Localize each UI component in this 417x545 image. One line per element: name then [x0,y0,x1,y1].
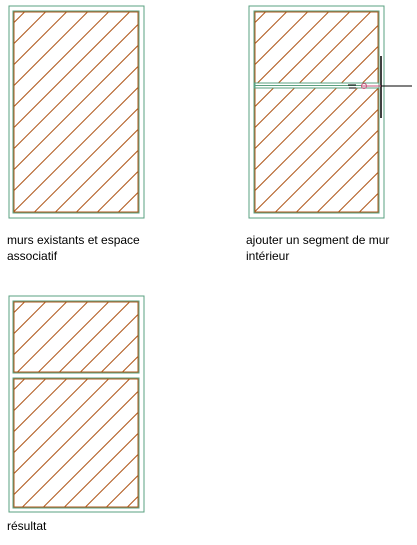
hatch-line [338,171,378,212]
inner-wall-upper [12,300,140,374]
hatch-line [59,302,130,372]
caption-line: associatif [7,249,58,263]
hatch-line [122,355,138,372]
hatch-line [14,379,46,412]
caption-line: murs existants et espace [7,233,140,247]
hatch-line [14,65,138,192]
hatch-line [255,66,378,192]
hatch-line [127,495,138,507]
hatch-line [38,302,109,372]
inner-wall [12,10,140,214]
caption-add-wall: ajouter un segment de mur intérieur [246,232,389,264]
panel-existing-walls [8,5,145,219]
hatch-line [106,474,138,507]
hatch-line [255,12,371,129]
hatch-line [14,12,25,24]
caption-line: ajouter un segment de mur [246,233,390,247]
hatch-line [255,45,378,171]
hatch-line [22,390,138,507]
inner-wall [253,10,380,214]
space-boundary [13,11,139,213]
hatch-line [275,108,378,212]
outer-wall [248,5,385,219]
hatch-line [76,149,138,212]
hatch-line [85,453,138,507]
caption-line: intérieur [246,249,290,263]
hatch-line [17,302,88,372]
caption-existing-walls: murs existants et espace associatif [7,232,140,264]
hatch-line [255,87,378,212]
hatch-line [14,302,25,314]
hatch-line [255,12,329,87]
hatch-line [14,12,88,87]
hatch-line [64,432,138,507]
hatch-line [14,302,67,356]
space-boundary-lower [13,378,139,508]
hatch-line [43,411,138,507]
hatch-line [34,107,138,212]
hatch-line [55,128,138,212]
hatch-line [97,170,138,212]
hatch-line [255,12,350,108]
caption-line: résultat [7,519,47,533]
hatch-line [14,302,46,335]
hatch-line [296,129,378,212]
hatch-line [317,150,378,212]
hatch-line [14,379,109,475]
hatch-pattern [14,12,138,212]
hatch-pattern [255,12,378,212]
hatch-line [255,12,287,45]
hatch-line [118,191,138,212]
panel-result [8,295,145,513]
hatch-line [14,12,130,129]
hatch-line [255,24,378,150]
hatch-line [14,379,130,496]
hatch-line [14,44,138,171]
crosshair-cursor-icon [362,56,412,118]
panel-add-wall [248,5,412,219]
hatch-pattern-lower [14,379,138,507]
hatch-pattern-upper [14,302,138,372]
outer-wall [8,295,145,513]
hatch-line [14,86,138,212]
outer-wall [8,5,145,219]
inner-wall-lower [12,377,140,509]
hatch-line [14,12,67,66]
hatch-line [101,334,138,372]
hatch-line [14,379,67,433]
caption-result: résultat [7,518,46,534]
space-boundary-upper [13,301,139,373]
hatch-line [80,313,138,372]
hatch-line [255,12,308,66]
hatch-line [255,12,266,24]
hatch-line [14,379,88,454]
hatch-line [14,12,109,108]
hatch-line [14,23,138,150]
space-boundary [254,11,379,213]
